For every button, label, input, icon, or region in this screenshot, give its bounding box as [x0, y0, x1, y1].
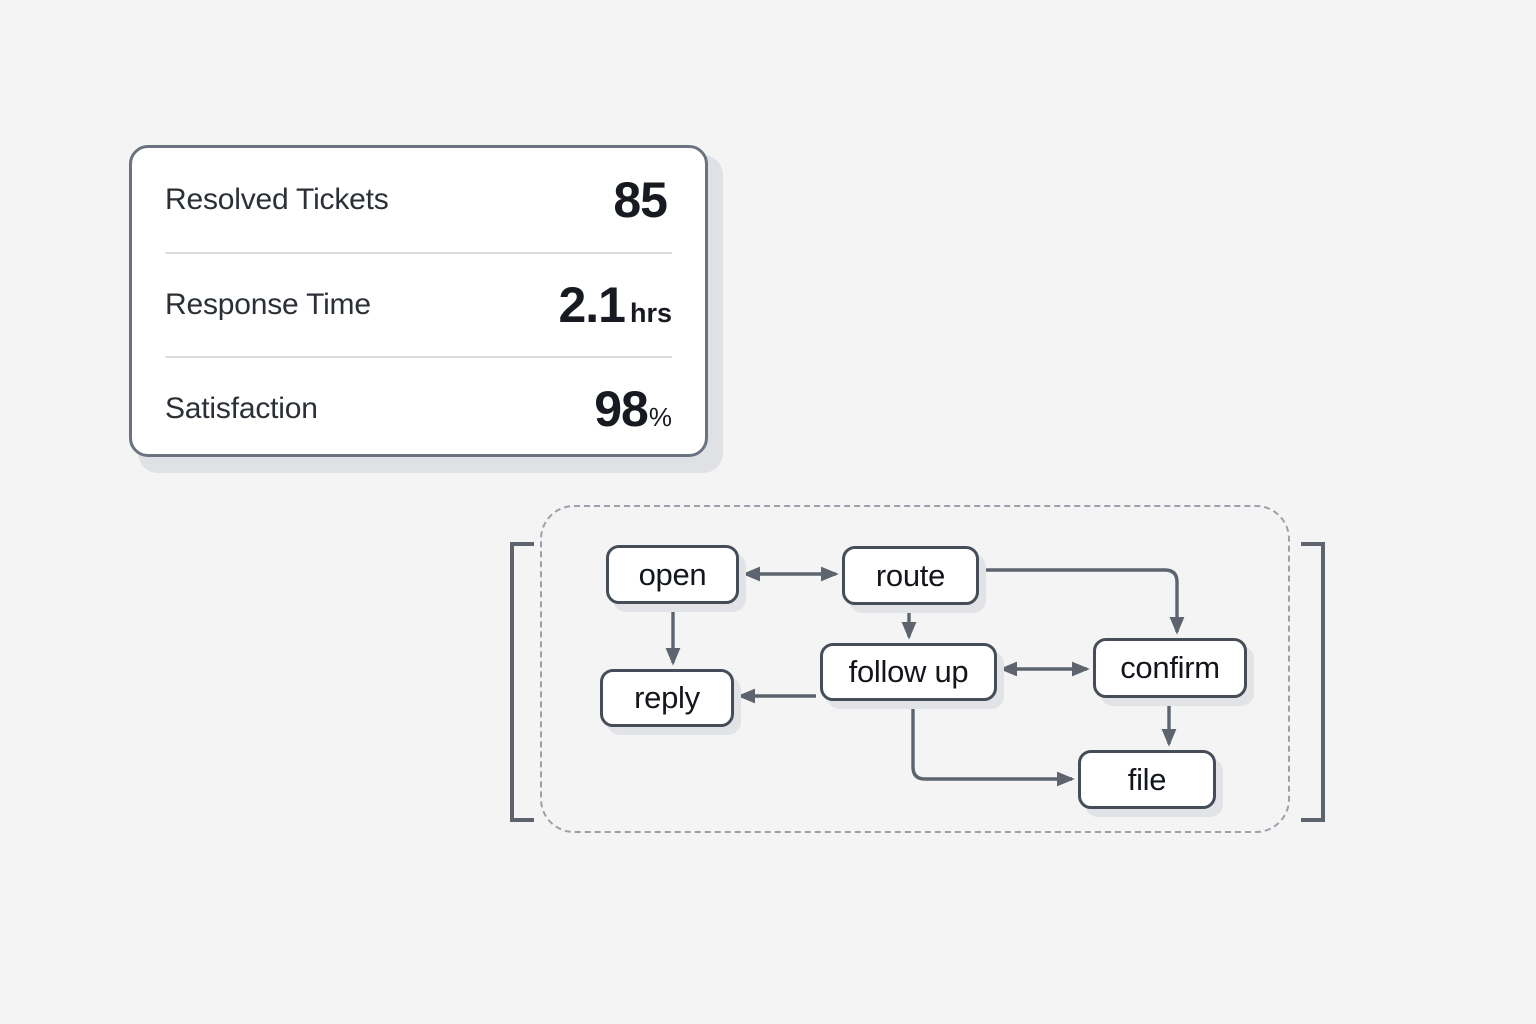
metrics-card: Resolved Tickets 85 Response Time 2.1 hr… [129, 145, 708, 457]
flow-diagram: open route reply follow up confirm file [490, 490, 1340, 860]
edge-followup-file [911, 704, 1075, 787]
flow-node-open[interactable]: open [606, 545, 739, 604]
metric-row: Response Time 2.1 hrs [165, 252, 672, 356]
flow-node-reply[interactable]: reply [600, 669, 734, 727]
flow-node-confirm[interactable]: confirm [1093, 638, 1247, 698]
metric-number: 98 [594, 381, 649, 437]
flow-bracket-right-icon [1301, 542, 1325, 822]
flow-edge-layer [665, 566, 1185, 787]
flow-bracket-left-icon [510, 542, 534, 822]
edge-route-confirm [982, 568, 1185, 635]
metric-value-satisfaction: 98 % [594, 384, 672, 434]
metric-label-response-time: Response Time [165, 288, 371, 321]
metric-number: 2.1 [558, 277, 626, 333]
metric-row: Satisfaction 98 % [165, 356, 672, 460]
flow-node-follow-up[interactable]: follow up [820, 643, 997, 701]
flow-dashed-boundary [540, 505, 1290, 833]
metric-unit: hrs [629, 298, 672, 328]
metric-unit: % [648, 402, 672, 432]
metric-label-resolved-tickets: Resolved Tickets [165, 183, 389, 216]
flow-node-file[interactable]: file [1078, 750, 1216, 809]
flow-node-route[interactable]: route [842, 546, 979, 605]
metric-value-resolved-tickets: 85 [613, 175, 672, 225]
metric-label-satisfaction: Satisfaction [165, 392, 318, 425]
metric-number: 85 [613, 172, 668, 228]
metric-value-response-time: 2.1 hrs [558, 280, 672, 330]
metric-row: Resolved Tickets 85 [165, 148, 672, 252]
